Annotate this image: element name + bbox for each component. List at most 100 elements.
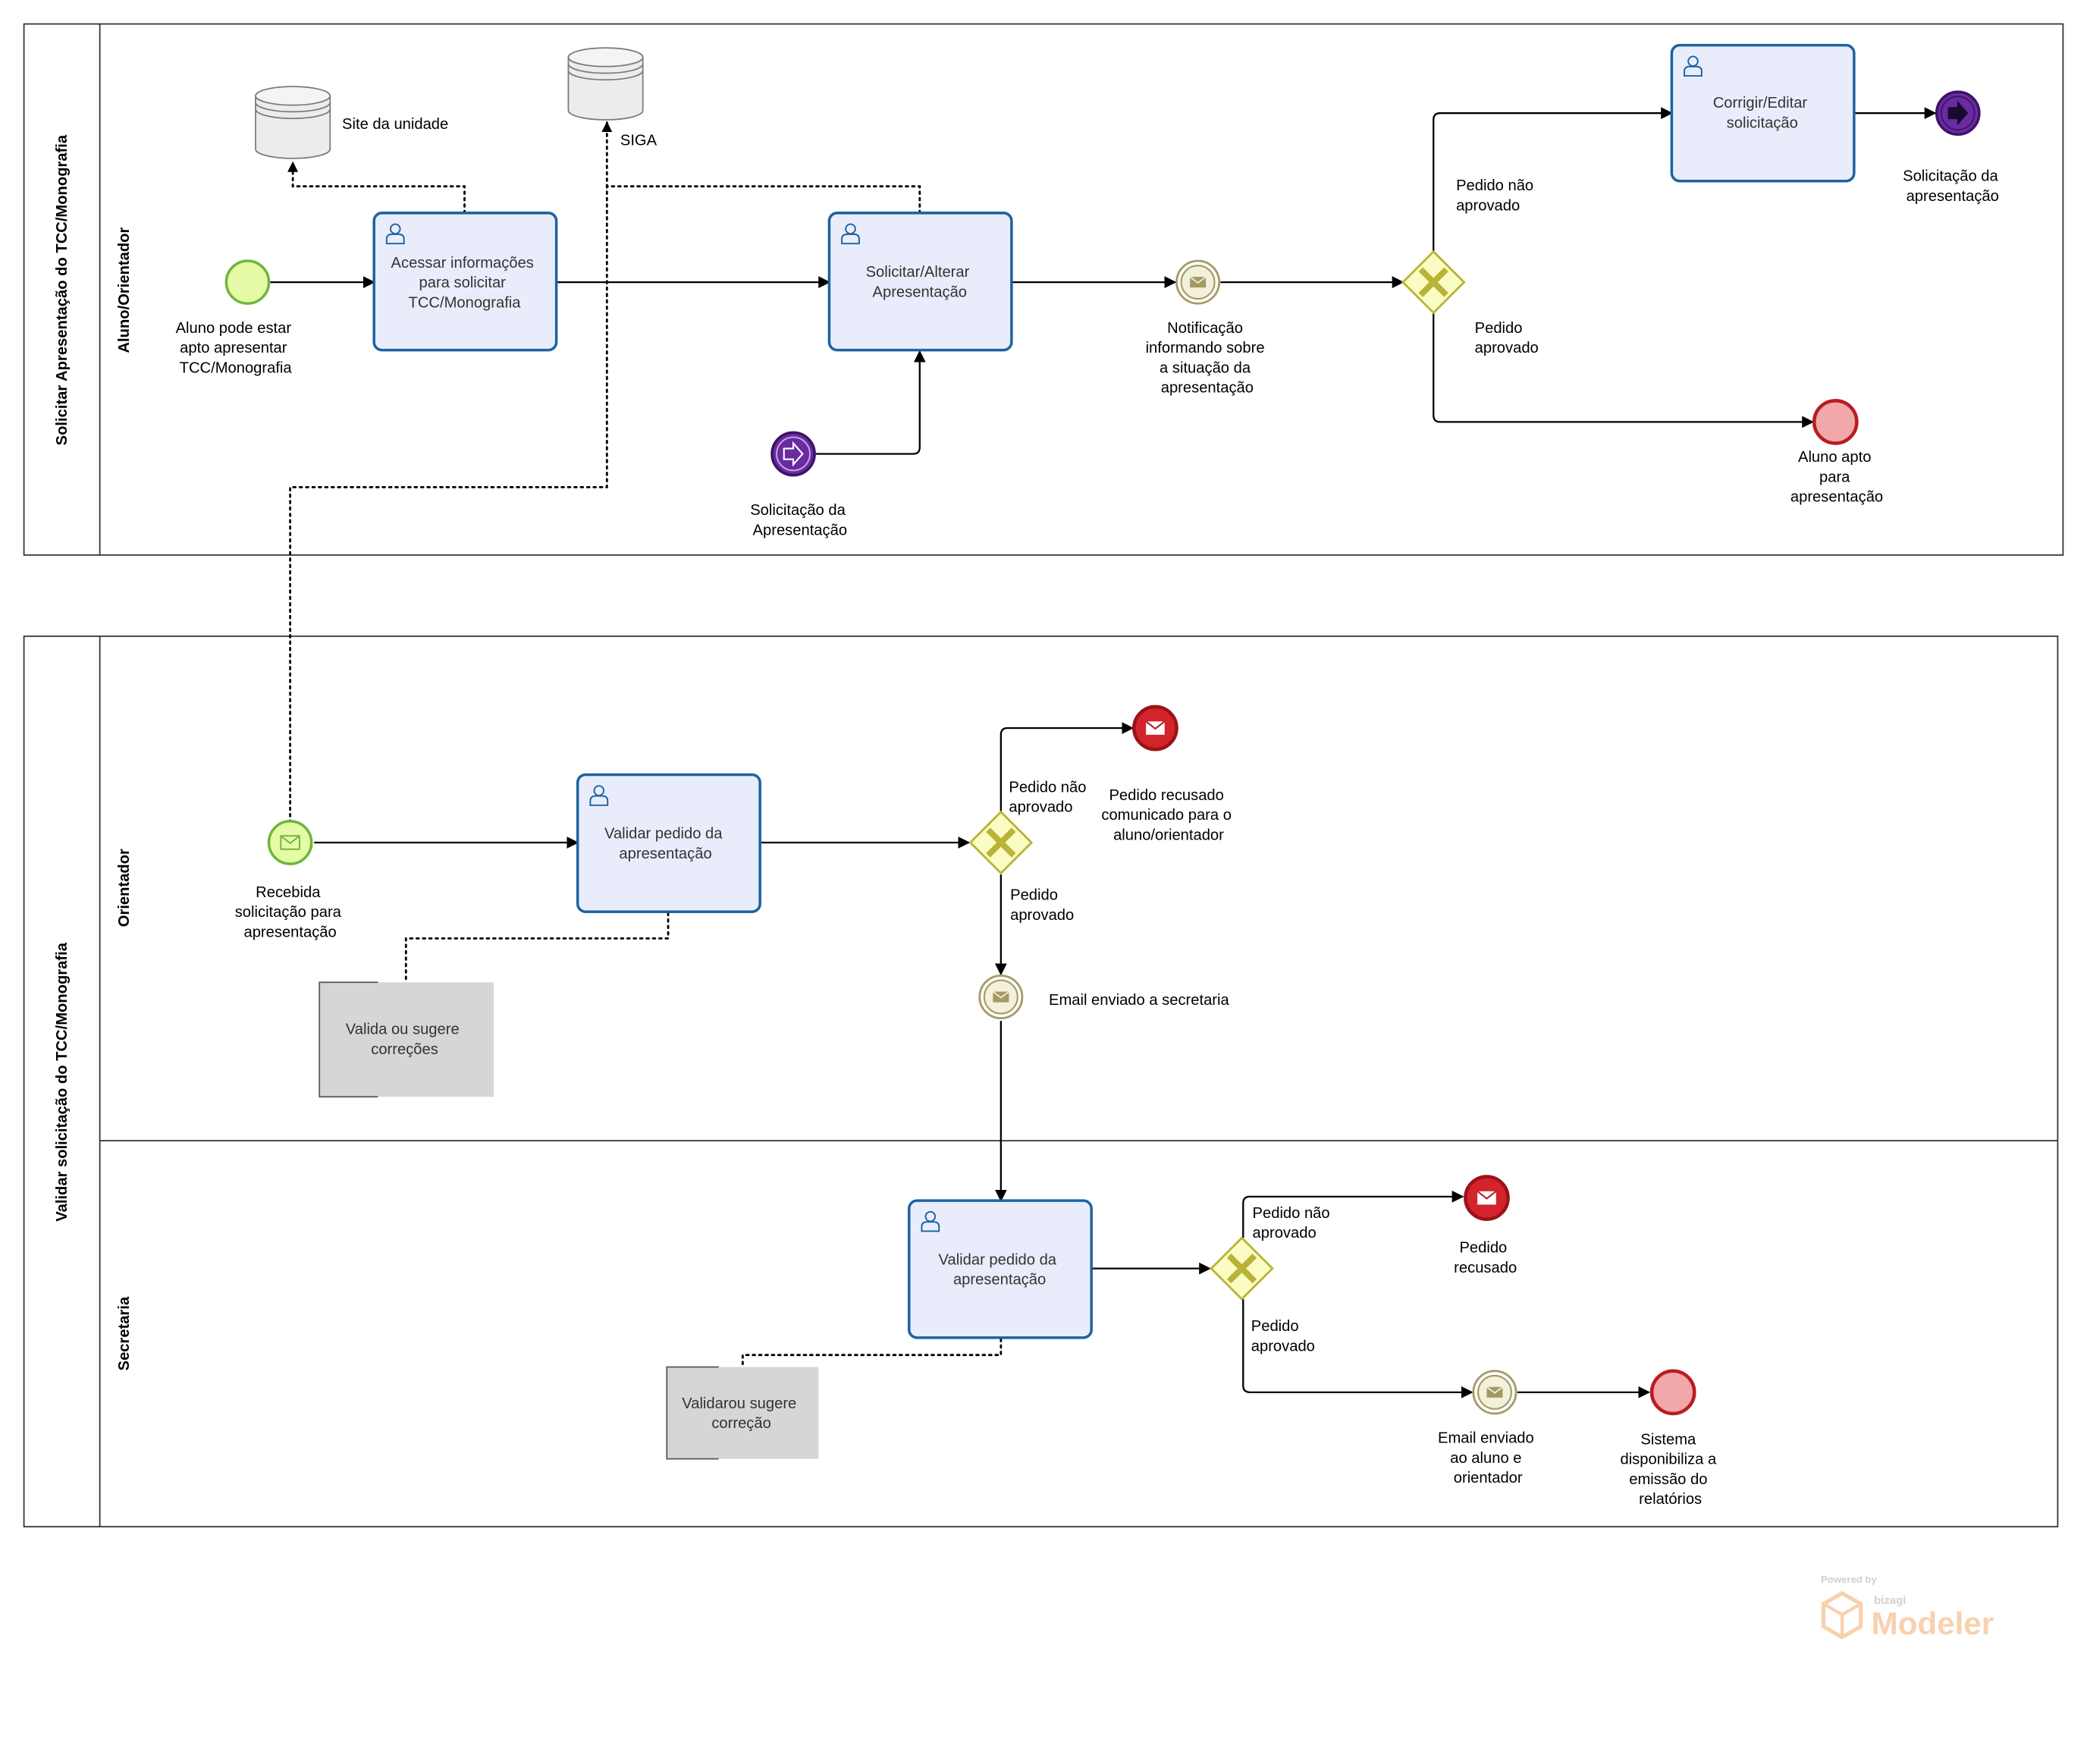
end-event-aluno-apto[interactable]: Aluno apto para apresentação [1790,399,1883,506]
svg-text:Aluno apto para ap: Aluno apto para apresentação [1790,449,1883,506]
task-label-line: para solicitar [419,275,507,291]
datastore-label: SIGA [620,132,657,149]
data-associations [287,121,1003,1368]
svg-text:Notificação informando s: Notificação informando sobre a situação … [1146,320,1269,397]
lane-secretaria-title: Secretaria [116,1296,133,1370]
event-label-line: disponibiliza a [1620,1452,1716,1468]
task-label-line: Corrigir/Editar [1713,95,1808,111]
lane-orientador-title: Orientador [116,849,133,927]
task-label-line: TCC/Monografia [409,294,522,311]
start-event-aluno[interactable]: Aluno pode estar apto apresentar TCC/Mon… [176,259,296,377]
task-validar-pedido-orientador[interactable]: Validar pedido da apresentação [576,773,761,913]
intermediate-event-email-secretaria[interactable]: Email enviado a secretaria [978,975,1230,1020]
association-acessar-site [287,161,466,215]
svg-text:Email enviado a secretaria: Email enviado a secretaria [1049,992,1229,1009]
task-label-line: Apresentação [873,284,967,300]
svg-text:Pedido recusado: Pedido recusado [1454,1240,1517,1276]
event-label-line: Solicitação da [750,502,846,519]
annotation-orientador[interactable]: Valida ou sugere correções [319,981,494,1098]
watermark-small: Powered by [1821,1574,1878,1585]
link-arrow-icon [1947,100,1969,126]
exclusive-x-icon [1418,267,1448,297]
bizagi-watermark: Powered by bizagi Modeler [1821,1574,1994,1641]
envelope-icon [1145,720,1166,735]
end-event-sistema-disponibiliza[interactable]: Sistema disponibiliza a emissão do relat… [1620,1369,1720,1508]
database-icon [567,47,644,121]
event-label-line: apresentação [1907,188,1999,205]
flow-gateway-corrigir [1433,107,1673,252]
event-label-line: comunicado para o [1101,807,1232,824]
database-icon [255,86,331,159]
event-label-line: TCC/Monografia [180,359,293,376]
task-solicitar-alterar[interactable]: Solicitar/Alterar Apresentação [827,212,1013,352]
intermediate-event-notificacao[interactable]: Notificação informando sobre a situação … [1146,259,1269,397]
exclusive-x-icon [986,827,1016,858]
association-recebida-siga [289,185,608,824]
annotation-line: Validarou sugere [682,1395,796,1412]
annotation-secretaria[interactable]: Validarou sugere correção [666,1366,819,1460]
event-label-line: a situação da [1160,359,1251,376]
event-label-line: Aluno pode estar [176,320,292,337]
datastore-label: Site da unidade [342,116,448,133]
event-label-line: Notificação [1167,320,1243,337]
pool-bottom-title: Validar solicitação do TCC/Monografia [54,942,71,1221]
svg-text:Aluno pode estar apto ap: Aluno pode estar apto apresentar TCC/Mon… [176,320,296,377]
sequence-flows [270,107,1937,1398]
event-label-line: aluno/orientador [1113,827,1224,843]
event-label-line: Email enviado a secretaria [1049,992,1229,1009]
svg-text:Solicitar/Alterar Aprese: Solicitar/Alterar Apresentação [866,264,974,300]
annotation-line: correções [371,1041,438,1058]
datastore-siga[interactable]: SIGA [567,47,657,149]
start-event-recebida[interactable]: Recebida solicitação para apresentação [235,820,346,941]
task-label-line: solicitação [1727,115,1798,131]
gateway-label-nao: Pedido não aprovado [1009,779,1091,815]
end-event-pedido-recusado-orientador[interactable]: Pedido recusado comunicado para o aluno/… [1101,705,1235,844]
event-label-line: solicitação para [235,904,342,921]
svg-text:Valida ou sugere correçõ: Valida ou sugere correções [346,1022,464,1058]
task-label-line: Validar pedido da [604,826,723,843]
event-label-line: emissão do [1629,1471,1707,1488]
task-acessar-informacoes[interactable]: Acessar informações para solicitar TCC/M… [372,212,558,352]
intermediate-event-email-aluno[interactable]: Email enviado ao aluno e orientador [1438,1370,1538,1486]
datastore-site-da-unidade[interactable]: Site da unidade [255,86,448,159]
task-label-line: apresentação [619,846,711,862]
event-label-line: relatórios [1639,1491,1702,1508]
gateway-label-sim: Pedido aprovado [1251,1318,1315,1354]
gateway-label-nao: Pedido não aprovado [1253,1205,1335,1241]
lane-aluno-orientador-title: Aluno/Orientador [116,228,133,353]
link-event-solicitacao-catch[interactable]: Solicitação da Apresentação [750,431,849,539]
flow-gateway-recusado-orient [1000,722,1135,812]
flow-link-solicitar [815,350,926,455]
gateway-orientador[interactable]: Pedido não aprovado Pedido aprovado [968,779,1091,924]
event-label-line: para [1819,469,1850,485]
svg-text:Validar pedido da aprese: Validar pedido da apresentação [604,826,727,862]
event-label-line: apresentação [1161,380,1254,397]
svg-text:Solicitação da apresenta: Solicitação da apresentação [1903,168,2002,205]
link-event-solicitacao-throw[interactable]: Solicitação da apresentação [1903,90,2002,205]
event-label-line: apresentação [1790,489,1883,506]
envelope-icon [280,835,300,850]
end-event-pedido-recusado-secretaria[interactable]: Pedido recusado [1454,1175,1517,1276]
watermark-product: Modeler [1872,1605,1994,1641]
envelope-icon [1189,276,1207,288]
event-label-line: Apresentação [753,523,847,539]
svg-text:Recebida solicitação par: Recebida solicitação para apresentação [235,884,346,941]
flow-gateway-recusado-secr [1242,1190,1464,1238]
bizagi-logo-icon [1821,1590,1863,1640]
task-corrigir-editar[interactable]: Corrigir/Editar solicitação [1670,43,1856,183]
event-label-line: orientador [1454,1470,1523,1486]
svg-text:Solicitação da Apresenta: Solicitação da Apresentação [750,502,849,538]
gateway-top[interactable]: Pedido não aprovado Pedido aprovado [1401,177,1539,356]
gateway-label-nao: Pedido não aprovado [1456,177,1538,214]
annotation-line: correção [711,1415,770,1432]
envelope-icon [1486,1386,1504,1398]
association-validar-annotation-orientador [404,912,670,982]
gateway-secretaria[interactable]: Pedido não aprovado Pedido aprovado [1210,1205,1335,1355]
task-validar-pedido-secretaria[interactable]: Validar pedido da apresentação [907,1199,1093,1339]
svg-text:Pedido recusado comunica: Pedido recusado comunicado para o aluno/… [1101,787,1235,844]
event-label-line: recusado [1454,1260,1517,1276]
gateway-label-sim: Pedido aprovado [1010,887,1074,923]
svg-text:Sistema disponibiliza a: Sistema disponibiliza a emissão do relat… [1620,1431,1720,1508]
